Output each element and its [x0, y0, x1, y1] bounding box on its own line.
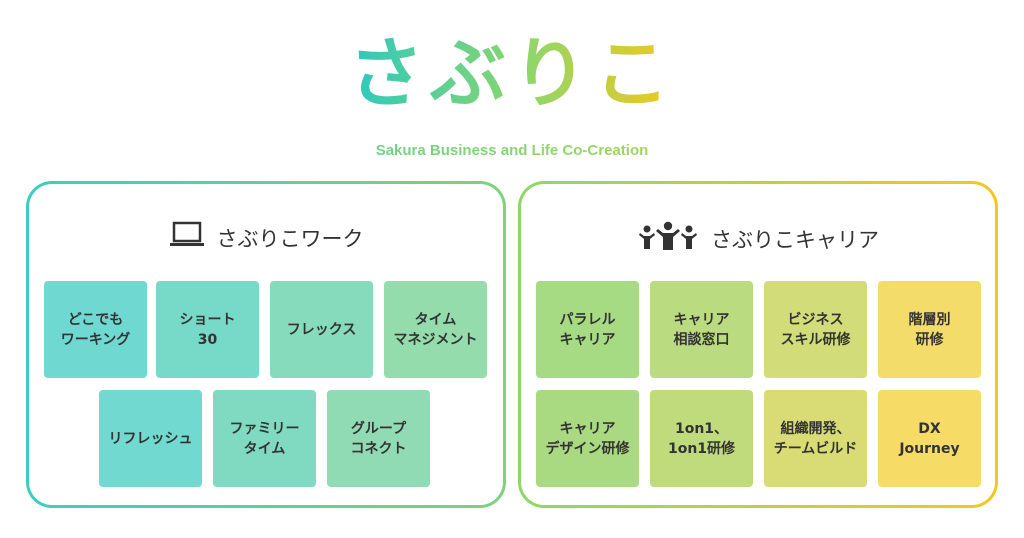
career-tile-2: キャリア相談窓口 [650, 281, 753, 378]
work-tile-1-line2: ワーキング [60, 331, 131, 348]
career-tile-2-line1: キャリア [673, 311, 730, 328]
career-tile-8-line2: Journey [899, 440, 960, 457]
career-tile-3-line2: スキル研修 [780, 331, 851, 348]
work-tile-5-line1: リフレッシュ [108, 430, 193, 447]
work-tile-4-line2: マネジメント [393, 331, 478, 348]
work-panel-header: さぶりこワーク [29, 221, 503, 254]
work-tile-6-line1: ファミリー [229, 420, 300, 437]
work-tile-4: タイムマネジメント [384, 281, 487, 378]
laptop-icon [169, 221, 205, 254]
logo-subtitle-text: Sakura Business and Life Co-Creation [375, 142, 649, 159]
work-tile-2-line2: 30 [197, 331, 218, 348]
career-tile-4: 階層別研修 [878, 281, 981, 378]
logo: さぶりこ [0, 26, 1024, 122]
career-tile-7: 組織開発、チームビルド [764, 390, 867, 487]
career-tile-6-line1: 1on1、 [674, 420, 729, 437]
career-tile-1-line1: パラレル [559, 311, 616, 328]
work-tile-7-line2: コネクト [350, 440, 407, 457]
work-tile-2-line1: ショート [179, 311, 236, 328]
career-tile-3-line1: ビジネス [787, 311, 844, 328]
career-tile-1-line2: キャリア [559, 331, 616, 348]
career-tile-7-line2: チームビルド [773, 440, 858, 457]
career-tile-8: DX Journey [878, 390, 981, 487]
work-panel-title: さぶりこワーク [216, 226, 364, 251]
career-tile-6: 1on1、 1on1研修 [650, 390, 753, 487]
work-tile-6: ファミリータイム [213, 390, 316, 487]
work-tile-3-line1: フレックス [286, 321, 357, 338]
career-tile-1: パラレルキャリア [536, 281, 639, 378]
logo-text: さぶりこ [348, 26, 676, 122]
people-icon [637, 221, 699, 256]
work-tile-3: フレックス [270, 281, 373, 378]
career-tile-5-line2: デザイン研修 [545, 440, 630, 457]
work-tile-1-line1: どこでも [67, 311, 124, 328]
career-tile-7-line1: 組織開発、 [780, 420, 851, 437]
career-panel-header: さぶりこキャリア [521, 221, 995, 256]
career-panel-title: さぶりこキャリア [711, 227, 879, 252]
career-tile-6-line2: 1on1研修 [667, 440, 736, 457]
career-tile-2-line2: 相談窓口 [673, 331, 730, 348]
career-tile-4-line1: 階層別 [908, 311, 951, 328]
work-tile-1: どこでもワーキング [44, 281, 147, 378]
career-tile-3: ビジネススキル研修 [764, 281, 867, 378]
career-tile-8-line1: DX [918, 420, 941, 437]
work-tile-7: グループコネクト [327, 390, 430, 487]
work-tile-4-line1: タイム [414, 311, 457, 328]
work-tile-5: リフレッシュ [99, 390, 202, 487]
logo-subtitle: Sakura Business and Life Co-Creation [0, 142, 1024, 159]
career-tile-5: キャリアデザイン研修 [536, 390, 639, 487]
work-tile-6-line2: タイム [243, 440, 286, 457]
work-tile-2: ショート 30 [156, 281, 259, 378]
work-tile-7-line1: グループ [350, 420, 407, 437]
career-tile-4-line2: 研修 [915, 331, 944, 348]
career-tile-5-line1: キャリア [559, 420, 616, 437]
career-panel: さぶりこキャリア パラレルキャリア キャリア相談窓口 ビジネススキル研修 階層別… [518, 181, 998, 508]
